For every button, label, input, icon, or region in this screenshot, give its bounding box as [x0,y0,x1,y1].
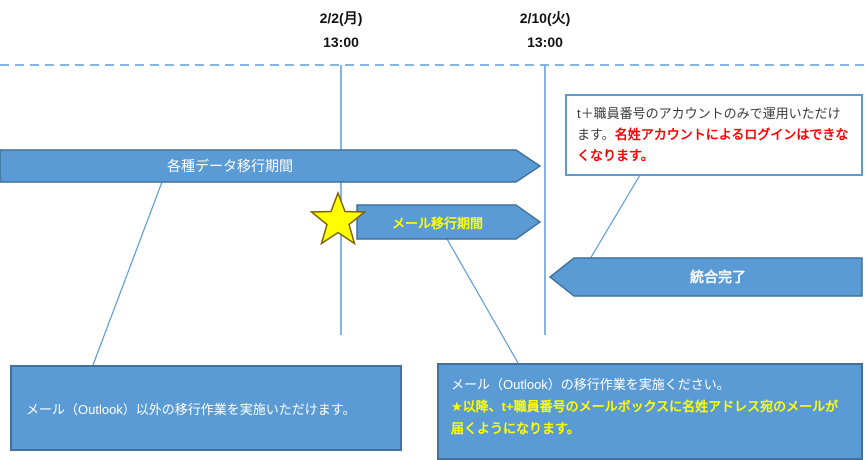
mail-migration-note-box: メール（Outlook）の移行作業を実施ください。 ★以降、t+職員番号のメール… [437,363,863,460]
account-note-text-red: 名姓アカウントによるログインはできなくなります。 [577,127,849,164]
connector-account-note-to-integration [589,169,644,260]
data-migration-bar-label: 各種データ移行期間 [167,158,293,174]
connector-mail-migration-to-note [446,238,519,364]
milestone-feb2: 2/2(月) 13:00 [281,6,401,54]
milestone-feb10-time: 13:00 [527,34,563,50]
data-migration-arrow-shape [0,149,542,183]
mail-migration-note-yellow: ★以降、t+職員番号のメールボックスに名姓アドレス宛のメールが届くようになります… [451,399,839,437]
account-note-callout: t＋職員番号のアカウントのみで運用いただけます。名姓アカウントによるログインはで… [565,94,863,177]
mail-migration-arrow-shape [356,204,542,240]
mail-migration-note-white: メール（Outlook）の移行作業を実施ください。 [451,377,730,392]
milestone-feb10: 2/10(火) 13:00 [485,6,605,54]
other-migration-note-text: メール（Outlook）以外の移行作業を実施いただけます。 [26,401,356,417]
milestone-feb10-date: 2/10(火) [519,10,571,26]
connector-data-migration-to-note [92,181,163,366]
other-migration-note-box: メール（Outlook）以外の移行作業を実施いただけます。 [10,365,402,451]
integration-complete-shape [548,257,863,297]
integration-complete-label: 統合完了 [690,269,746,285]
account-note-text-normal: t＋職員番号のアカウントのみで運用いただけます。 [577,106,841,143]
mail-migration-bar-label: メール移行期間 [391,215,483,231]
milestone-feb2-date: 2/2(月) [319,10,363,26]
star-marker-icon [309,190,367,246]
milestone-feb2-time: 13:00 [323,34,359,50]
